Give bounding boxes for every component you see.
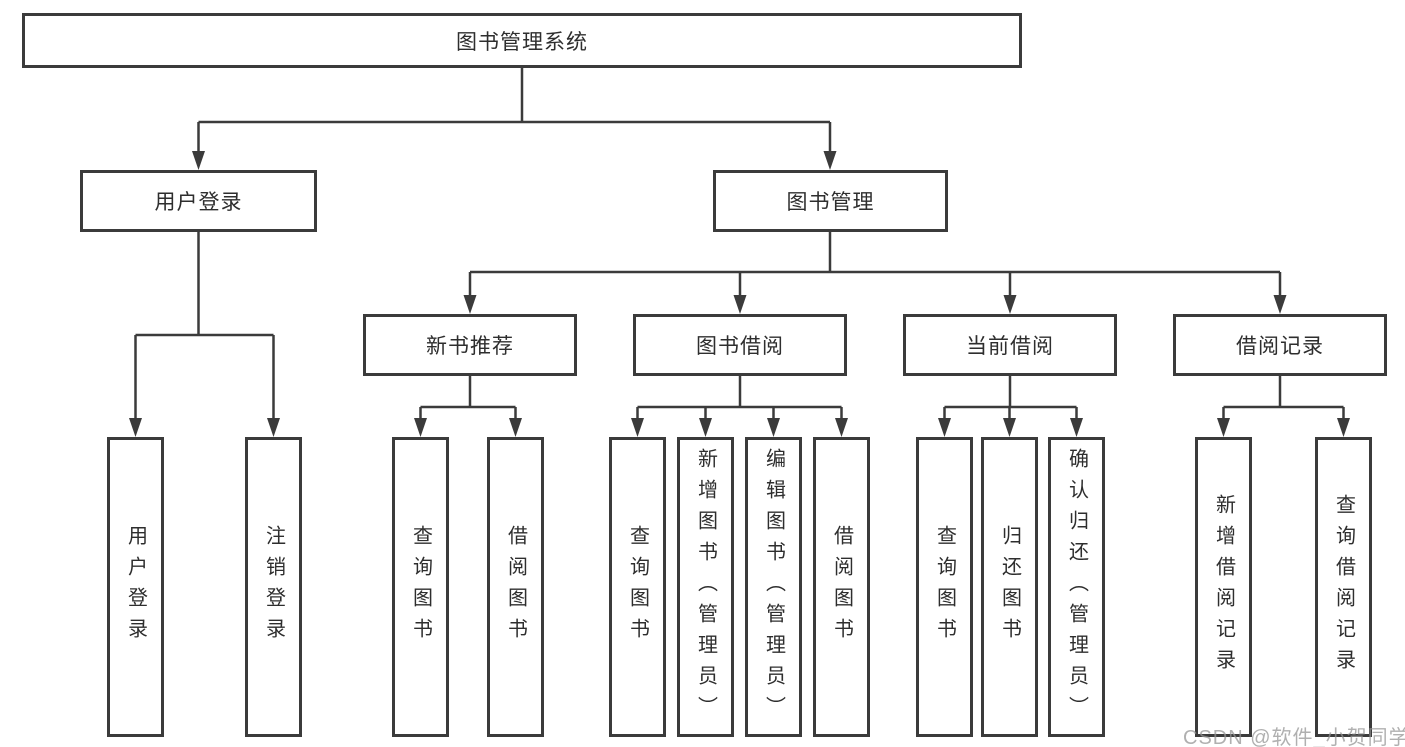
leaf-query-books-recommendation: 查询图书 (392, 437, 449, 737)
leaf-confirm-return-admin: 确认归还（管理员） (1048, 437, 1105, 737)
node-label: 图书管理系统 (456, 30, 588, 54)
node-label: 借阅记录 (1236, 335, 1324, 358)
leaf-query-books-borrowing: 查询图书 (609, 437, 666, 737)
node-label: 借阅图书 (830, 525, 853, 649)
watermark: CSDN @软件_小贺同学 (1183, 727, 1405, 747)
node-label: 当前借阅 (966, 335, 1054, 358)
node-label: 注销登录 (262, 525, 285, 649)
node-label: 用户登录 (124, 525, 147, 649)
node-new-book-recommendation: 新书推荐 (363, 314, 577, 376)
node-label: 图书管理 (786, 191, 875, 214)
node-label: 确认归还（管理员） (1065, 447, 1088, 727)
node-library-management-system: 图书管理系统 (22, 13, 1022, 68)
leaf-query-books-current: 查询图书 (916, 437, 973, 737)
node-borrowing-records: 借阅记录 (1173, 314, 1387, 376)
leaf-logout: 注销登录 (245, 437, 302, 737)
node-label: 新增图书（管理员） (694, 447, 717, 727)
node-label: 查询图书 (626, 525, 649, 649)
node-label: 用户登录 (154, 191, 243, 214)
leaf-add-borrow-record: 新增借阅记录 (1195, 437, 1252, 737)
node-label: 新增借阅记录 (1212, 494, 1235, 680)
node-label: 查询借阅记录 (1332, 494, 1355, 680)
node-book-borrowing: 图书借阅 (633, 314, 847, 376)
leaf-query-borrow-record: 查询借阅记录 (1315, 437, 1372, 737)
leaf-borrow-books-recommendation: 借阅图书 (487, 437, 544, 737)
leaf-add-book-admin: 新增图书（管理员） (677, 437, 734, 737)
node-label: 查询图书 (933, 525, 956, 649)
node-book-management: 图书管理 (713, 170, 948, 232)
node-user-login: 用户登录 (80, 170, 317, 232)
node-label: 编辑图书（管理员） (762, 447, 785, 727)
node-label: 新书推荐 (426, 335, 514, 358)
node-current-borrowing: 当前借阅 (903, 314, 1117, 376)
leaf-user-login: 用户登录 (107, 437, 164, 737)
node-label: 查询图书 (409, 525, 432, 649)
leaf-return-books: 归还图书 (981, 437, 1038, 737)
node-label: 图书借阅 (696, 335, 784, 358)
leaf-edit-book-admin: 编辑图书（管理员） (745, 437, 802, 737)
node-label: 归还图书 (998, 525, 1021, 649)
leaf-borrow-books-borrowing: 借阅图书 (813, 437, 870, 737)
node-label: 借阅图书 (504, 525, 527, 649)
